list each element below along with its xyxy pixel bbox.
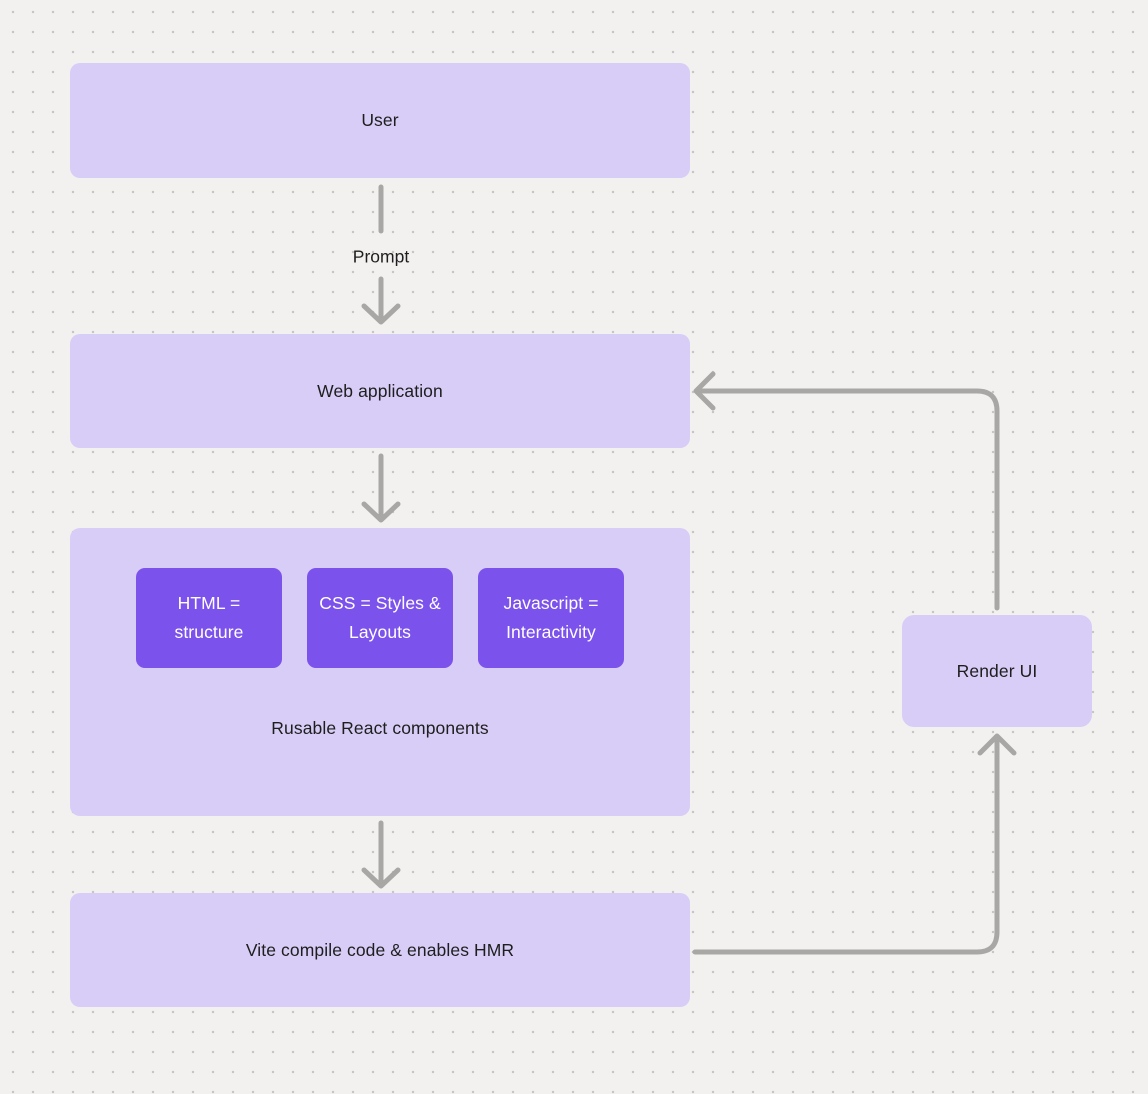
- node-render-ui-label: Render UI: [956, 660, 1038, 681]
- arrowhead-vite-to-renderui: [977, 733, 1017, 756]
- node-web-application-label: Web application: [317, 380, 443, 401]
- node-web-application[interactable]: Web application: [70, 334, 690, 448]
- chip-css-label: CSS = Styles & Layouts: [319, 593, 441, 642]
- chip-javascript-label: Javascript = Interactivity: [503, 593, 599, 642]
- arrowhead-user-to-webapp: [361, 303, 401, 325]
- node-vite-label: Vite compile code & enables HMR: [245, 939, 515, 960]
- edge-label-prompt: Prompt: [352, 246, 410, 267]
- component-chip-row: HTML = structure CSS = Styles & Layouts …: [136, 568, 624, 668]
- arrowhead-webapp-to-container: [361, 501, 401, 523]
- node-user-label: User: [361, 110, 399, 130]
- chip-javascript[interactable]: Javascript = Interactivity: [478, 568, 624, 668]
- node-render-ui[interactable]: Render UI: [902, 615, 1092, 727]
- arrowhead-renderui-to-webapp: [693, 371, 716, 411]
- chip-html-label: HTML = structure: [174, 593, 244, 642]
- chip-css[interactable]: CSS = Styles & Layouts: [307, 568, 453, 668]
- node-components-container[interactable]: HTML = structure CSS = Styles & Layouts …: [70, 528, 690, 816]
- connector-vite-to-renderui[interactable]: [692, 739, 1000, 955]
- connector-renderui-to-webapp[interactable]: [698, 388, 1000, 611]
- node-vite[interactable]: Vite compile code & enables HMR: [70, 893, 690, 1007]
- node-user[interactable]: User: [70, 63, 690, 178]
- arrowhead-container-to-vite: [361, 867, 401, 889]
- components-container-caption: Rusable React components: [271, 718, 489, 738]
- chip-html[interactable]: HTML = structure: [136, 568, 282, 668]
